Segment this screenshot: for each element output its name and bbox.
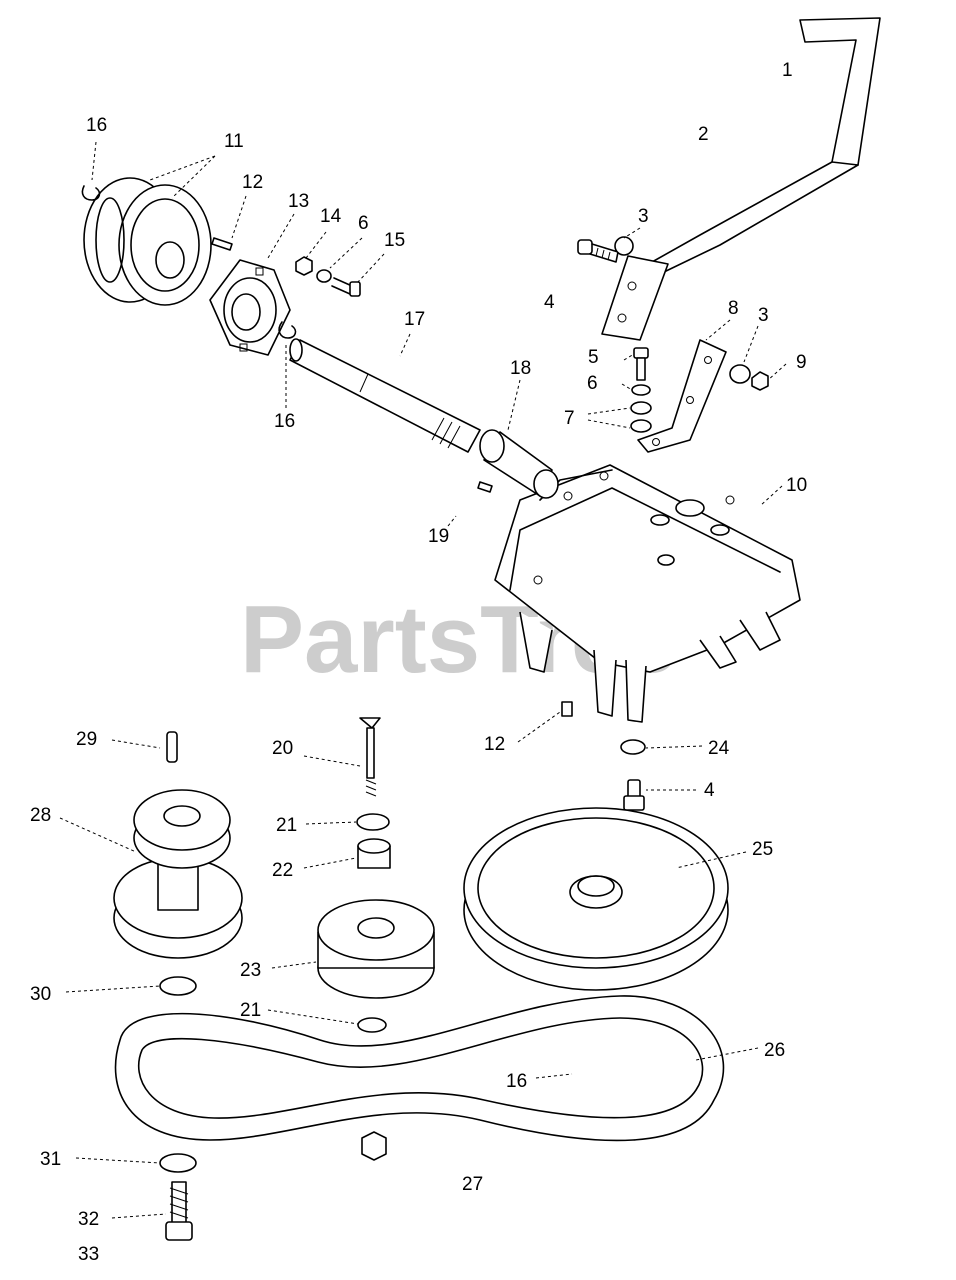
label-25: 25 [752,839,773,860]
gearbox-washer [620,739,646,755]
label-16-middle: 16 [274,411,295,432]
label-16-belt: 16 [506,1071,527,1092]
double-pulley [113,789,243,959]
pulley-mount-bolt [165,1181,193,1241]
label-4-upper: 4 [544,292,555,313]
label-26: 26 [764,1040,785,1061]
shift-bracket [637,339,727,453]
label-17: 17 [404,309,425,330]
large-drive-pulley [463,807,729,991]
label-32: 32 [78,1209,99,1230]
shaft-coupler [479,429,559,499]
flange-bearing [209,259,291,356]
leader-lines [59,141,787,1219]
idler-pulley [317,899,435,999]
washer-nut-set [729,364,769,391]
label-20: 20 [272,738,293,759]
label-33: 33 [78,1244,99,1265]
label-5: 5 [588,347,599,368]
bearing-fasteners [295,256,361,297]
drive-belt [114,995,725,1142]
label-18: 18 [510,358,531,379]
label-27: 27 [462,1174,483,1195]
bolt-and-washers [630,347,652,433]
pulley-bolt [623,779,645,811]
lower-key [561,701,573,717]
upper-pulley [83,177,212,306]
label-23: 23 [240,960,261,981]
pulley-shaft-key [166,731,178,763]
idler-washer-lower [357,1017,387,1033]
pulley-key [211,237,233,251]
label-28: 28 [30,805,51,826]
idler-washer-upper [356,813,390,831]
label-3-right: 3 [758,305,769,326]
belt-guide-nut [361,1131,387,1161]
label-3-upper: 3 [638,206,649,227]
label-24: 24 [708,738,730,759]
label-16-upper: 16 [86,115,107,136]
label-30: 30 [30,984,51,1005]
label-19: 19 [428,526,449,547]
label-6-right: 6 [587,373,598,394]
label-6-left: 6 [358,213,369,234]
set-screw [477,481,493,493]
pulley-washer-30 [159,976,197,996]
transmission-housing [494,464,801,723]
lever-bolt [577,236,634,263]
label-21-upper: 21 [276,815,297,836]
label-13: 13 [288,191,309,212]
label-11: 11 [224,131,244,152]
part-labels: 1 2 3 3 4 4 5 6 6 7 8 9 10 11 12 12 13 1… [30,60,807,1265]
label-12-upper: 12 [242,172,263,193]
shift-lever [601,17,881,341]
label-7: 7 [564,408,575,429]
label-22: 22 [272,860,293,881]
label-15: 15 [384,230,405,251]
label-31: 31 [40,1149,61,1170]
label-4-lower: 4 [704,780,715,801]
label-10: 10 [786,475,807,496]
pulley-washer-31 [159,1153,197,1173]
idler-spacer [357,838,391,869]
label-1: 1 [782,60,793,81]
label-29: 29 [76,729,97,750]
label-21-lower: 21 [240,1000,261,1021]
label-8: 8 [728,298,739,319]
drive-shaft [289,338,481,453]
label-9: 9 [796,352,807,373]
idler-bolt [359,717,381,797]
label-2: 2 [698,124,709,145]
label-14: 14 [320,206,342,227]
label-12-lower: 12 [484,734,505,755]
